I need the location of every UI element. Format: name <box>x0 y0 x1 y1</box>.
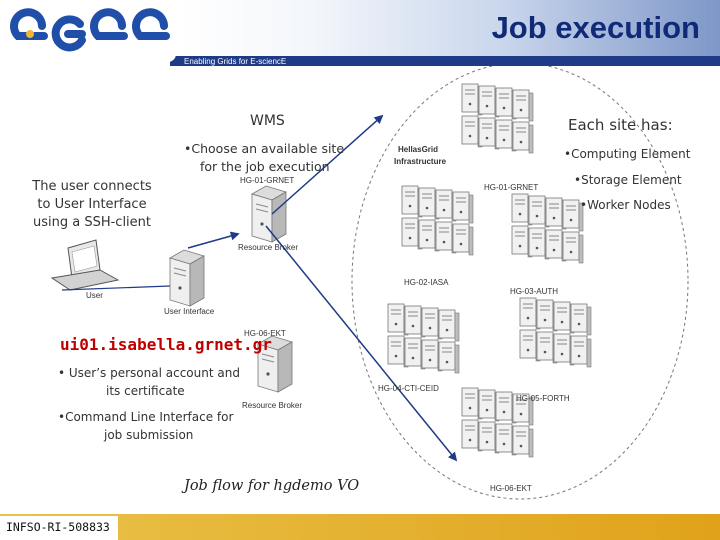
user-label: User <box>86 291 103 300</box>
egee-logo <box>6 4 176 62</box>
resource-broker-top-server <box>251 185 287 243</box>
cluster-hg02 <box>402 186 473 255</box>
choose-line-2: for the job execution <box>200 159 330 174</box>
cluster-hg03 <box>512 194 583 263</box>
cluster-hg05 <box>520 298 591 367</box>
footer-label-box <box>0 516 118 540</box>
tagline: Enabling Grids for E-sciencE <box>184 57 287 66</box>
ui-host-name: ui01.isabella.grnet.gr <box>60 335 272 354</box>
wms-label: WMS <box>250 113 285 129</box>
site-title: Each site has: <box>568 116 673 134</box>
infra-label-line2: Infrastructure <box>394 157 447 166</box>
job-flow-caption: Job flow for hgdemo VO <box>184 478 360 494</box>
site-item-worker: •Worker Nodes <box>580 198 671 212</box>
cli-note: •Command Line Interface for job submissi… <box>58 408 258 444</box>
rb-top-site-label: HG-01-GRNET <box>240 176 294 185</box>
laptop-icon <box>50 239 120 291</box>
cluster-hg01 <box>462 84 533 153</box>
rb-bottom-label: Resource Broker <box>242 401 302 410</box>
choose-line-1: •Choose an available site <box>184 141 345 156</box>
rb-top-label: Resource Broker <box>238 243 298 252</box>
cli-line-1: •Command Line Interface for <box>58 410 234 424</box>
user-interface-server <box>169 249 205 307</box>
hg04-label: HG-04-CTI-CEID <box>378 384 439 393</box>
footer-bar <box>0 514 720 540</box>
site-item-storage: •Storage Element <box>574 173 682 187</box>
header-strip <box>170 56 720 66</box>
certificate-note: • User’s personal account and its certif… <box>58 364 258 400</box>
cert-line-1: • User’s personal account and <box>58 366 240 380</box>
grid-diagram: HG-01-GRNET Resource Broker User User In… <box>50 66 689 500</box>
header: Job execution Enabling Grids for E-scien… <box>0 0 720 66</box>
footer-text: INFSO-RI-508833 <box>6 520 110 534</box>
rb-bottom-site-label: HG-06-EKT <box>244 329 286 338</box>
user-interface-label: User Interface <box>164 307 215 316</box>
hg02-label: HG-02-IASA <box>404 278 449 287</box>
infrastructure-boundary <box>351 66 689 500</box>
hg06-label: HG-06-EKT <box>490 484 532 493</box>
hg05-label: HG-05-FORTH <box>516 394 570 403</box>
cert-line-2: its certificate <box>106 384 185 398</box>
hg03-label: HG-03-AUTH <box>510 287 558 296</box>
user-connect-note: The user connects to User Interface usin… <box>32 179 152 230</box>
header-gradient-band <box>178 0 720 56</box>
site-item-computing: •Computing Element <box>564 147 691 161</box>
hg01-label: HG-01-GRNET <box>484 183 538 192</box>
infra-label-line1: HellasGrid <box>398 145 438 154</box>
cli-line-2: job submission <box>104 428 194 442</box>
choose-site-note: •Choose an available site for the job ex… <box>184 140 374 176</box>
cluster-hg04 <box>388 304 459 373</box>
page-title: Job execution <box>491 10 700 45</box>
